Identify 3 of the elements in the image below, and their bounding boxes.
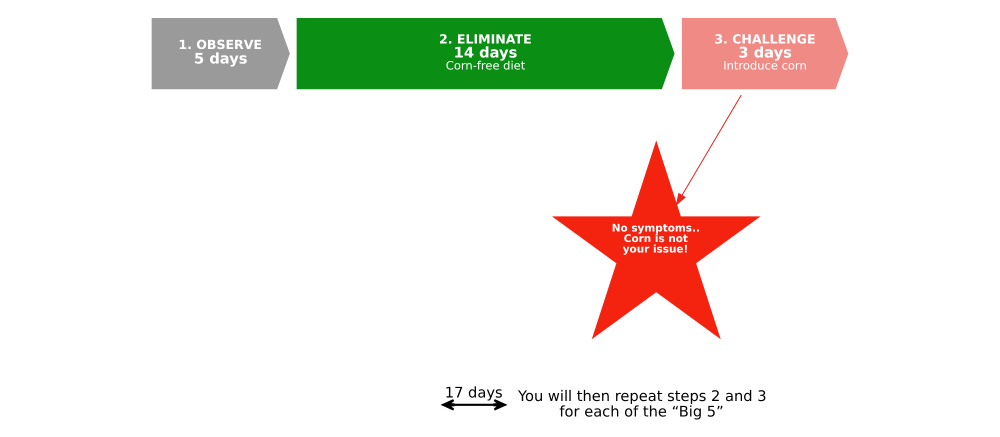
arrow (676, 94, 742, 206)
label: 17 days (444, 384, 503, 402)
label: You will then repeat steps 2 and 3 for each of the “Big 5” (518, 388, 767, 421)
